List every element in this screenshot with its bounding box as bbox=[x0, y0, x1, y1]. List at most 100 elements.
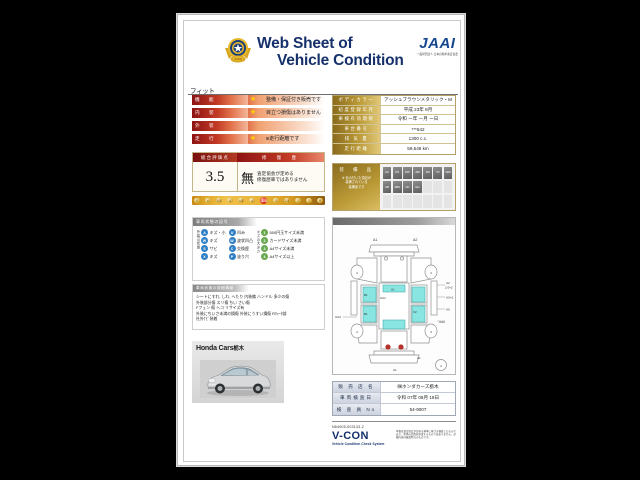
evaluation-rows: 機 能 ★ 整備・保証付き販売です 内 装 ★ 目立つ損傷はありません bbox=[192, 95, 325, 147]
equipment-cell-empty[interactable] bbox=[443, 194, 453, 208]
equipment-block: 装 備 品 ※ 色の付いた項目が 装備されている 装備品です AC PS PW … bbox=[332, 163, 456, 211]
equipment-cell[interactable]: CD bbox=[402, 180, 412, 194]
evaluation-row-star: ★ bbox=[248, 95, 258, 105]
vehicle-info-value: 1300 c.c. bbox=[380, 134, 455, 143]
notes-line: 社外ﾅﾋﾞ装着 bbox=[196, 316, 218, 322]
equipment-cell[interactable]: PS bbox=[392, 166, 402, 180]
jaai-issuer-name: 一般財団法人 日本自動車査定協会 bbox=[416, 53, 458, 56]
legend-column-title: 外装の状態 bbox=[196, 230, 200, 250]
dealer-table-value: 令和 07年 08月 19日 bbox=[380, 393, 455, 403]
evaluation-row-desc: 整備・保証付き販売です bbox=[266, 97, 322, 103]
vehicle-damage-diagram: 4 A1 A2 4 4 4 4 A1 UA1 B1 B1 X2 UA3 UA2 … bbox=[332, 217, 456, 375]
notes-line: 外装部分傷 スリ傷 ちい さい傷 bbox=[196, 299, 250, 305]
legend-item-label: カードサイズ未満 bbox=[269, 237, 302, 243]
table-row: 初度登録年月 平成 23年 8月 bbox=[333, 105, 455, 116]
list-item: S サビ bbox=[201, 245, 226, 252]
svg-text:A1: A1 bbox=[373, 238, 377, 242]
svg-text:4: 4 bbox=[430, 271, 432, 275]
equipment-note-line-1: ※ 色の付いた項目が bbox=[341, 176, 372, 180]
legend-badge-icon: 2 bbox=[261, 237, 268, 244]
legend-item-label: A4サイズ未満 bbox=[269, 245, 295, 251]
equipment-cell-empty[interactable] bbox=[402, 194, 412, 208]
equipment-cell[interactable]: EG bbox=[413, 180, 422, 194]
equipment-cell[interactable]: AC bbox=[382, 166, 392, 180]
equipment-cell[interactable]: PW bbox=[402, 166, 412, 180]
dealer-brand-label: Honda Cars栃木 bbox=[196, 345, 244, 352]
list-item: C 交換歴 bbox=[228, 245, 254, 252]
evaluation-row-star: ★ bbox=[248, 134, 258, 144]
repair-history-mark: 無 bbox=[241, 171, 255, 187]
legend-item-label: キズ bbox=[209, 253, 218, 259]
evaluation-row-label: 走 行 bbox=[195, 135, 216, 141]
evaluation-row-label-bar: 機 能 bbox=[192, 95, 248, 105]
evaluation-row-tail bbox=[258, 95, 325, 105]
list-item: P 塗り穴 bbox=[228, 253, 254, 260]
dealer-table-value: ㈱ホンダカーズ栃木 bbox=[380, 382, 455, 392]
table-row: 検 査 員 No 54-9007 bbox=[333, 404, 455, 415]
list-item: U 凹み bbox=[228, 229, 254, 236]
list-item: W キズ bbox=[201, 237, 226, 244]
vcon-logo-subtitle: Vehicle Condition Check System bbox=[332, 442, 385, 446]
score-header-right: 修 復 歴 bbox=[237, 153, 324, 162]
equipment-cell-empty[interactable] bbox=[423, 180, 433, 194]
vehicle-info-value: 59,546 km bbox=[380, 143, 455, 154]
equipment-cell-empty[interactable] bbox=[433, 194, 443, 208]
equipment-cell-empty[interactable] bbox=[392, 194, 402, 208]
vehicle-info-key: 車台番号 bbox=[333, 124, 380, 134]
vehicle-info-value: 令和 ー年 ー月 ー日 bbox=[380, 115, 455, 124]
svg-text:A1: A1 bbox=[417, 356, 421, 360]
legend-column-exterior: 外装の状態 A キズ・小 U 凹み W bbox=[195, 229, 253, 260]
equipment-cell[interactable]: AB bbox=[382, 180, 392, 194]
equipment-cell[interactable]: AW bbox=[413, 166, 422, 180]
table-row: ボディカラー アッシュブラウンメタリック・M bbox=[333, 96, 455, 106]
scale-pip-active: 3.5 bbox=[260, 197, 268, 204]
svg-text:UA3: UA3 bbox=[335, 315, 341, 319]
footer-disclaimer: 本書は査定協会が定める基準に基づき検査したものであり、車両の品質を保証するもので… bbox=[396, 430, 457, 440]
evaluation-row-desc: 目立つ損傷はありません bbox=[266, 110, 321, 116]
legend-badge-icon: C bbox=[228, 245, 236, 252]
diagram-svg: 4 A1 A2 4 4 4 4 A1 UA1 B1 B1 X2 UA3 UA2 … bbox=[335, 238, 454, 372]
equipment-cell[interactable]: SR bbox=[423, 166, 433, 180]
equipment-cell-empty[interactable] bbox=[423, 194, 433, 208]
car-photo-icon bbox=[200, 360, 276, 398]
list-item: W 波状凹凸 bbox=[228, 237, 253, 244]
legend-column-title: キズの大きさ bbox=[256, 230, 260, 254]
evaluation-row-star bbox=[248, 121, 258, 131]
svg-text:U2: U2 bbox=[446, 281, 450, 285]
equipment-title: 装 備 品 bbox=[339, 167, 374, 172]
repair-history-cell: 無 査定協会が定める 修復歴車ではありません bbox=[237, 162, 324, 192]
svg-text:2.0×2: 2.0×2 bbox=[445, 286, 453, 290]
header-divider bbox=[188, 94, 458, 95]
condition-legend: 車両状態の記号 外装の状態 A キズ・小 U 凹み bbox=[192, 217, 325, 281]
equipment-cell-empty[interactable] bbox=[413, 194, 422, 208]
scale-pip: R bbox=[317, 197, 323, 204]
vcon-logo: V-CON bbox=[332, 430, 369, 442]
legend-badge-icon: 4 bbox=[261, 253, 268, 260]
equipment-cell[interactable]: TV bbox=[433, 166, 443, 180]
legend-item-label: サビ bbox=[209, 245, 218, 251]
vehicle-info-key: 走行距離 bbox=[333, 143, 380, 154]
legend-badge-icon: U bbox=[228, 229, 236, 236]
notes-body: シートにすれ, しわ, へたり 内装備 ハンドル 多少の傷 外装部分傷 スリ傷 … bbox=[196, 294, 324, 322]
repair-note-line-2: 修復歴車ではありません bbox=[257, 177, 308, 182]
equipment-cell-empty[interactable] bbox=[433, 180, 443, 194]
evaluation-row-label-bar: 外 装 bbox=[192, 121, 248, 131]
condition-notes: 車両状態の詳細情報 シートにすれ, しわ, へたり 内装備 ハンドル 多少の傷 … bbox=[192, 284, 325, 330]
evaluation-row-label: 内 装 bbox=[195, 109, 216, 115]
equipment-cell-empty[interactable] bbox=[443, 180, 453, 194]
table-row: 販 売 店 名 ㈱ホンダカーズ栃木 bbox=[333, 382, 455, 393]
scale-pip: 5 bbox=[227, 197, 233, 204]
overall-score-box: 総合評価点 修 復 歴 3.5 無 査定協会が定める 修復歴車ではありません bbox=[192, 152, 325, 192]
list-item: A キズ・小 bbox=[201, 229, 226, 236]
equipment-cell[interactable]: ABS bbox=[392, 180, 402, 194]
title-line-2: Vehicle Condition bbox=[277, 52, 404, 69]
evaluation-row-tail bbox=[258, 121, 325, 131]
document-id: N54005-003133-2 bbox=[332, 425, 364, 429]
equipment-cell-empty[interactable] bbox=[382, 194, 392, 208]
table-row: 車両検査日 令和 07年 08月 19日 bbox=[333, 393, 455, 404]
evaluation-row-label: 外 装 bbox=[195, 122, 216, 128]
equipment-cell[interactable]: NAV bbox=[443, 166, 453, 180]
repair-note-line-1: 査定協会が定める bbox=[257, 170, 294, 176]
svg-text:UA2: UA2 bbox=[439, 320, 445, 324]
legend-item-label: 塗り穴 bbox=[237, 253, 249, 259]
